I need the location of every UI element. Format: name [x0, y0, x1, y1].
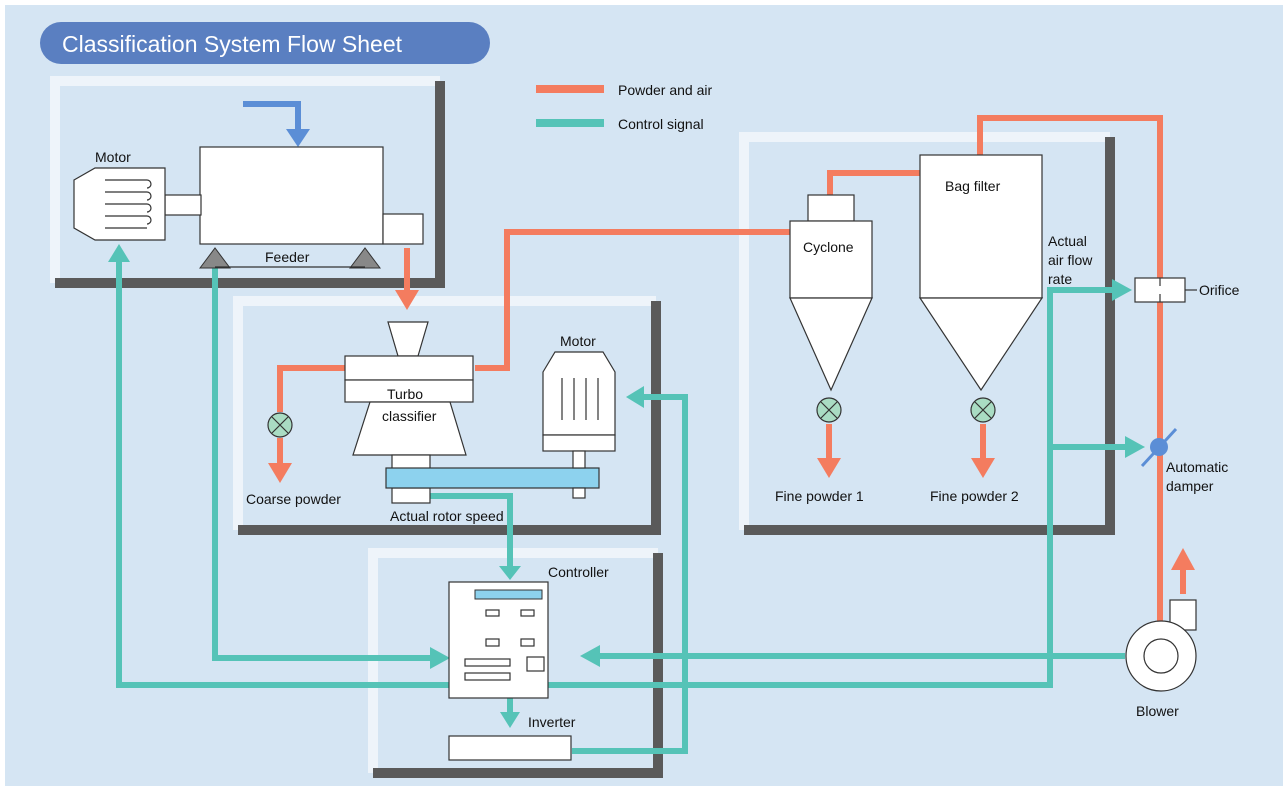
blower — [1125, 599, 1197, 692]
signal-arrowheads — [108, 244, 1145, 728]
inverter-box — [448, 735, 572, 761]
orifice — [1134, 277, 1197, 303]
feeder-motor-label: Motor — [95, 149, 131, 165]
automatic-damper — [1140, 427, 1178, 468]
frame-collector — [739, 132, 1115, 535]
diagram-title: Classification System Flow Sheet — [62, 31, 403, 57]
air-flow-label-1: Actual — [1048, 233, 1087, 249]
classifier-motor — [542, 351, 616, 499]
feed-inlet-arrow — [243, 101, 310, 147]
feeder-label: Feeder — [265, 249, 310, 265]
coarse-powder-label: Coarse powder — [246, 491, 341, 507]
classifier-motor-label: Motor — [560, 333, 596, 349]
orifice-label: Orifice — [1199, 282, 1240, 298]
fine-powder-2-label: Fine powder 2 — [930, 488, 1019, 504]
feeder-motor — [73, 167, 166, 241]
bag-filter-label: Bag filter — [945, 178, 1001, 194]
turbo-label-2: classifier — [382, 408, 437, 424]
bag-filter-unit — [918, 154, 1044, 423]
control-signal-lines — [116, 258, 1130, 754]
controller-panel — [448, 581, 549, 699]
legend-powder-label: Powder and air — [618, 82, 713, 98]
air-flow-label-2: air flow — [1048, 252, 1093, 268]
air-flow-label-3: rate — [1048, 271, 1072, 287]
drive-belt — [385, 467, 600, 489]
frame-classifier — [233, 296, 661, 535]
inverter-label: Inverter — [528, 714, 576, 730]
damper-label-2: damper — [1166, 478, 1214, 494]
cyclone-unit — [789, 194, 873, 423]
legend-signal-label: Control signal — [618, 116, 704, 132]
title-pill — [40, 22, 490, 64]
fine-powder-1-label: Fine powder 1 — [775, 488, 864, 504]
turbo-classifier — [344, 321, 474, 504]
frame-feeder — [50, 76, 445, 288]
cyclone-label: Cyclone — [803, 239, 854, 255]
damper-label-1: Automatic — [1166, 459, 1228, 475]
coarse-rotary-valve — [267, 412, 293, 438]
powder-arrowheads — [268, 290, 1195, 570]
powder-air-lines — [277, 115, 1186, 624]
rotor-speed-label: Actual rotor speed — [390, 508, 504, 524]
blower-label: Blower — [1136, 703, 1179, 719]
turbo-label-1: Turbo — [387, 386, 423, 402]
frame-controller — [368, 548, 663, 778]
controller-label: Controller — [548, 564, 609, 580]
